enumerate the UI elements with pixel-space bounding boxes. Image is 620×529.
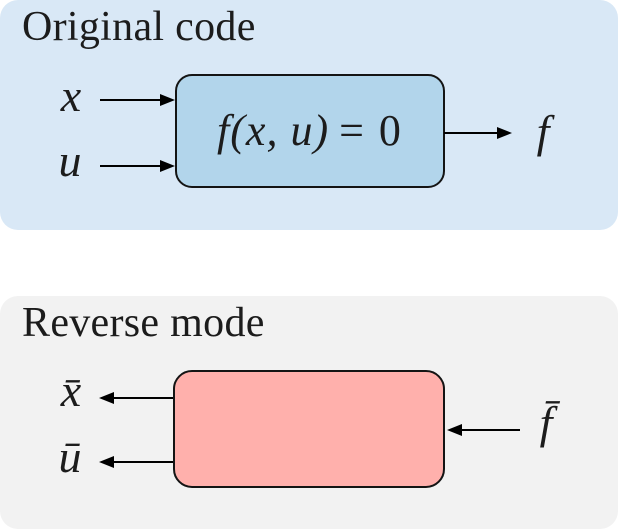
arrow-line <box>444 132 498 134</box>
function-formula: f(x, u) = 0 <box>217 109 403 153</box>
function-box: f(x, u) = 0 <box>175 74 445 188</box>
arrow-head-right-icon <box>160 94 175 106</box>
arrow-line <box>100 165 162 167</box>
formula-lhs: f(x, u) <box>217 106 330 155</box>
input-label-x: x <box>60 70 82 121</box>
original-panel-title: Original code <box>22 4 256 50</box>
input-label-u: u <box>58 135 82 186</box>
arrow-head-right-icon <box>160 160 175 172</box>
arrow-head-left-icon <box>447 424 462 436</box>
arrow-head-left-icon <box>99 456 114 468</box>
original-code-panel: Original code <box>0 0 618 230</box>
input-label-fbar: f̄ <box>539 397 553 448</box>
arrow-line <box>113 461 173 463</box>
arrow-head-right-icon <box>497 127 512 139</box>
formula-rhs: = 0 <box>339 106 403 155</box>
arrow-line <box>461 429 520 431</box>
arrow-line <box>113 397 173 399</box>
reverse-panel-title: Reverse mode <box>22 300 265 346</box>
arrow-line <box>100 99 162 101</box>
reverse-box <box>173 370 445 488</box>
output-label-f: f <box>536 106 550 157</box>
output-label-ubar: ū <box>58 431 82 482</box>
output-label-xbar: x̄ <box>60 365 82 416</box>
arrow-head-left-icon <box>99 392 114 404</box>
